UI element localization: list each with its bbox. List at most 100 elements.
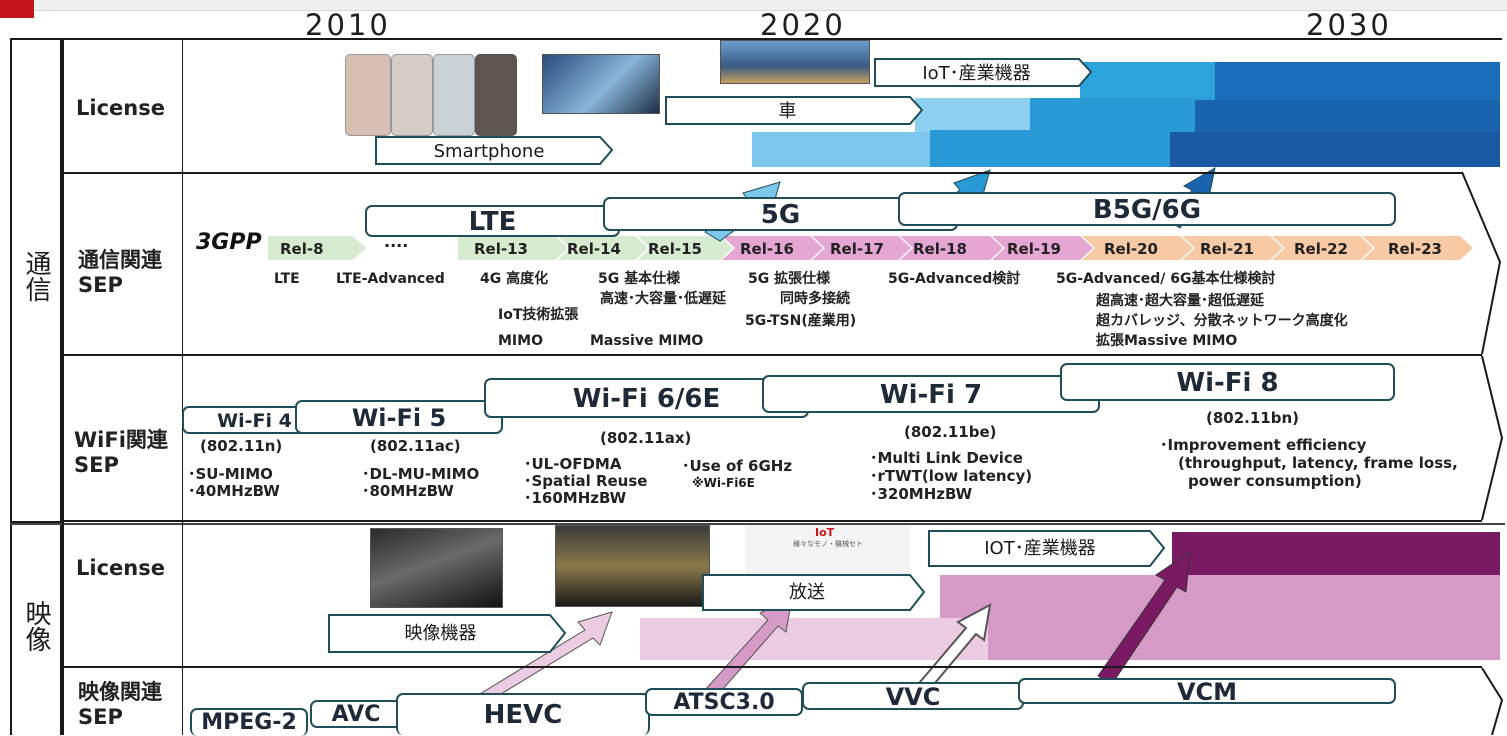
broadcast-arrow-box <box>702 574 926 611</box>
wifi5-label: Wi-Fi 5 <box>351 404 447 432</box>
avc-box: AVC <box>310 700 402 728</box>
vcm-box: VCM <box>1018 678 1396 704</box>
wifi8-f1: ･Improvement efficiency <box>1160 436 1367 454</box>
iot-image-sub: 様々なモノ・機械セト <box>793 540 863 548</box>
broadcast-label: 放送 <box>789 582 825 603</box>
wifi4-f1: ･SU-MIMO <box>188 465 273 483</box>
feat-lte-adv: LTE-Advanced <box>336 271 445 287</box>
band-comm-dark <box>1215 62 1500 100</box>
iot-image-title: IoT <box>815 526 835 539</box>
rel-15: Rel-15 <box>648 240 702 258</box>
feat-adv-study: 5G-Advanced検討 <box>888 271 1021 287</box>
wifi8-label: Wi-Fi 8 <box>1176 368 1279 398</box>
wifi7-box: Wi-Fi 7 <box>762 375 1100 413</box>
car-label: 車 <box>778 101 797 122</box>
rel-8: Rel-8 <box>280 240 324 258</box>
wifi6-f2: ･Spatial Reuse <box>524 472 648 490</box>
iot-arrow-box <box>874 58 1093 87</box>
wifi7-f2: ･rTWT(low latency) <box>870 467 1033 485</box>
gen-b5g-label: B5G/6G <box>1092 195 1202 225</box>
video-arrows <box>469 550 1191 709</box>
chevron-edges <box>1461 171 1504 735</box>
wifi6-std: (802.11ax) <box>600 429 692 447</box>
band-comm-dark-3 <box>1170 132 1500 167</box>
wifi8-box: Wi-Fi 8 <box>1060 363 1395 401</box>
rel-13: Rel-13 <box>474 240 528 258</box>
wifi8-std: (802.11bn) <box>1206 409 1300 427</box>
comm-category-frame <box>10 38 62 523</box>
label-column-divider <box>182 38 183 735</box>
equipment-label: 映像機器 <box>404 623 477 644</box>
row-video-sep-line2: SEP <box>78 705 123 729</box>
category-divider <box>10 523 1505 525</box>
gen-5g-label: 5G <box>760 200 801 230</box>
wifi4-label: Wi-Fi 4 <box>217 410 292 432</box>
row-license-comm: License <box>76 96 165 120</box>
wifi6-label: Wi-Fi 6/6E <box>572 384 721 414</box>
atsc-label: ATSC3.0 <box>673 690 775 715</box>
iot-label: IoT･産業機器 <box>922 63 1031 84</box>
wifi8-f2: (throughput, latency, frame loss, <box>1178 454 1458 472</box>
year-2030: 2030 <box>1306 8 1392 42</box>
feat-mimo: MIMO <box>498 333 543 349</box>
category-video: 映像 <box>14 600 58 660</box>
rel-23: Rel-23 <box>1388 240 1442 258</box>
gen-lte-box: LTE <box>365 205 620 237</box>
top-bar <box>0 0 1507 11</box>
row-wifi-sep-line1: WiFi関連 <box>74 428 168 452</box>
smartphone-label: Smartphone <box>433 141 545 162</box>
rel-18: Rel-18 <box>913 240 967 258</box>
row-license-video: License <box>76 556 165 580</box>
iot-video-arrow-box <box>928 530 1166 567</box>
row-comm-sep-line1: 通信関連 <box>78 248 162 272</box>
row-wifi-sep: WiFi関連 SEP <box>74 428 168 478</box>
band-video-mid <box>940 575 1500 660</box>
feat-5g-ext: 5G 拡張仕様 <box>748 271 831 287</box>
wifi7-f1: ･Multi Link Device <box>870 449 1023 467</box>
wifi6-f1: ･UL-OFDMA <box>524 455 622 473</box>
equipment-arrow-box <box>328 614 567 653</box>
feat-5g-basic: 5G 基本仕様 <box>598 271 681 287</box>
wifi5-std: (802.11ac) <box>370 437 461 455</box>
row-comm-sep: 通信関連 SEP <box>78 248 162 298</box>
wifi6-box: Wi-Fi 6/6E <box>484 378 809 418</box>
feat-adv6g: 5G-Advanced/ 6G基本仕様検討 <box>1056 271 1276 287</box>
smartphone-arrow-box <box>375 136 614 165</box>
line-after-license-video <box>62 666 1482 668</box>
vvc-box: VVC <box>802 682 1024 710</box>
atsc-box: ATSC3.0 <box>645 688 803 716</box>
wifi7-label: Wi-Fi 7 <box>879 380 983 410</box>
hevc-label: HEVC <box>483 700 563 730</box>
row-wifi-sep-line2: SEP <box>74 453 119 477</box>
category-video-text: 映像 <box>21 600 51 652</box>
feat-iot: IoT技術拡張 <box>498 307 579 323</box>
vvc-label: VVC <box>885 683 941 711</box>
avc-label: AVC <box>331 702 381 727</box>
category-column-divider <box>62 38 64 735</box>
feat-4g: 4G 高度化 <box>480 271 549 287</box>
wifi6-f4: ･Use of 6GHz <box>682 457 793 475</box>
mpeg2-label: MPEG-2 <box>201 710 297 735</box>
camera-image <box>370 528 503 608</box>
3gpp-logo: 3GPP <box>196 230 262 255</box>
arrow-vvc-iot <box>918 603 992 691</box>
rel-21: Rel-21 <box>1200 240 1254 258</box>
mpeg2-box: MPEG-2 <box>190 708 308 736</box>
feat-massive: Massive MIMO <box>590 333 704 349</box>
row-comm-sep-line2: SEP <box>78 273 123 297</box>
car-image <box>542 54 660 114</box>
gen-lte-label: LTE <box>468 207 517 237</box>
wifi5-box: Wi-Fi 5 <box>295 400 503 434</box>
rel-17: Rel-17 <box>830 240 884 258</box>
iot-video-label: IOT･産業機器 <box>984 538 1096 559</box>
feat-tsn: 5G-TSN(産業用) <box>745 313 857 329</box>
theater-image <box>555 525 710 607</box>
feat-5g-ext-sub: 同時多接続 <box>780 291 850 307</box>
arrow-atsc-broadcast <box>704 597 793 698</box>
brand-mark <box>0 0 34 18</box>
year-2010: 2010 <box>305 8 391 42</box>
row-video-sep-line1: 映像関連 <box>78 680 162 704</box>
rel-22: Rel-22 <box>1294 240 1348 258</box>
line-after-license-comm <box>62 172 1462 174</box>
